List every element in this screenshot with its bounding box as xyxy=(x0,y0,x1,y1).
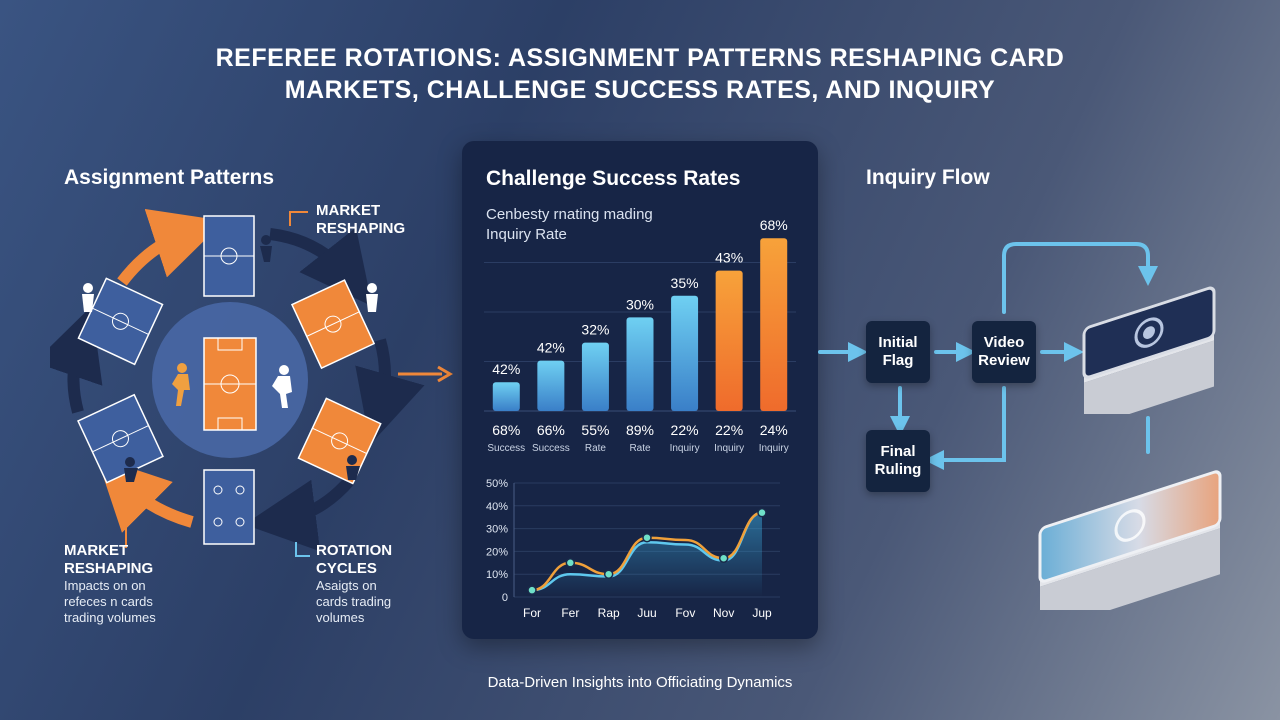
bar-category-label: Rate xyxy=(629,443,651,454)
line-marker xyxy=(565,558,576,568)
referee-figure-icon xyxy=(82,283,94,312)
pitch-card-top xyxy=(203,215,255,297)
center-pitch-icon xyxy=(203,337,257,431)
rotation-label-bracket xyxy=(295,542,310,557)
inquiry-flow-heading: Inquiry Flow xyxy=(866,166,990,189)
line-marker xyxy=(603,569,614,579)
bar-top-label: 30% xyxy=(626,296,654,312)
bar-chart: 42% 68% Success 42% 66% Success 32% 55% Rate 30% 8… xyxy=(484,217,796,454)
card-stack-dark-icon xyxy=(1082,286,1216,414)
panel-subtitle: Cenbesty rnating mading Inquiry Rate xyxy=(486,206,653,243)
y-tick-label: 0 xyxy=(502,592,508,604)
x-tick-label: Rap xyxy=(598,606,620,620)
cycle-arrow-navy-topright xyxy=(269,227,373,307)
line-marker xyxy=(757,507,767,518)
cycle-arrow-orange-top xyxy=(117,208,225,286)
pitch-card-right xyxy=(297,397,382,485)
arrow-to-panel-icon xyxy=(398,365,453,383)
bar-bottom-label: 22% xyxy=(715,422,743,438)
referee-figure-icon xyxy=(124,457,138,482)
y-tick-label: 50% xyxy=(486,478,508,490)
line-chart: 0 10% 20% 30% 40% 50% For Fer Rap Juu Fov Nov Jup xyxy=(486,478,780,620)
rotation-cycles-label: ROTATION CYCLES xyxy=(316,542,393,577)
referee-figure-orange-icon xyxy=(172,363,190,406)
card-stack-light-icon xyxy=(1038,470,1222,610)
x-tick-label: Fov xyxy=(675,606,695,620)
market-label-bracket-bottom xyxy=(125,522,127,548)
pitch-card-bottom xyxy=(203,469,255,545)
area-fill xyxy=(532,512,762,597)
market-reshaping-label-bottom: MARKET RESHAPING xyxy=(64,542,154,577)
referee-figure-icon xyxy=(366,283,378,312)
bar-bottom-label: 68% xyxy=(492,422,520,438)
footer-caption: Data-Driven Insights into Officiating Dy… xyxy=(487,674,793,691)
market-label-bracket-top xyxy=(289,211,308,226)
bar-bottom-label: 22% xyxy=(671,422,699,438)
bar-top-label: 43% xyxy=(715,250,743,266)
bar-bottom-label: 55% xyxy=(581,422,609,438)
referee-figure-white-icon xyxy=(272,365,292,408)
x-tick-label: Jup xyxy=(752,606,772,620)
assignment-patterns-heading: Assignment Patterns xyxy=(64,166,275,189)
x-tick-label: Fer xyxy=(561,606,579,620)
y-tick-label: 30% xyxy=(486,524,508,536)
bar-top-label: 42% xyxy=(537,340,565,356)
market-reshaping-label-top: MARKET RESHAPING xyxy=(316,202,406,237)
x-tick-label: For xyxy=(523,606,541,620)
title-line-1: REFEREE ROTATIONS: ASSIGNMENT PATTERNS R… xyxy=(215,44,1065,72)
cycle-arrow-navy-right xyxy=(355,338,425,445)
panel-title: Challenge Success Rates xyxy=(486,167,741,190)
page-title: REFEREE ROTATIONS: ASSIGNMENT PATTERNS R… xyxy=(140,42,1140,106)
line-marker xyxy=(642,532,652,543)
cycle-arrow-orange-bottomleft xyxy=(96,456,194,533)
y-tick-label: 40% xyxy=(486,501,508,513)
y-tick-label: 20% xyxy=(486,546,508,558)
bar-category-label: Inquiry xyxy=(714,443,744,454)
bar-top-label: 42% xyxy=(492,361,520,377)
x-tick-label: Nov xyxy=(713,606,734,620)
bar-category-label: Rate xyxy=(585,443,607,454)
y-tick-label: 10% xyxy=(486,569,508,581)
cycle-arrow-navy-bottomright xyxy=(244,476,355,552)
bar-5 xyxy=(715,270,743,411)
pitch-card-topright xyxy=(290,279,376,370)
bar-0 xyxy=(492,382,520,411)
bar-category-label: Inquiry xyxy=(759,443,789,454)
bar-category-label: Success xyxy=(532,443,570,454)
line-marker xyxy=(718,553,729,563)
bar-3 xyxy=(626,317,654,411)
bar-top-label: 32% xyxy=(581,322,609,338)
rotation-cycles-description: Asaigts on cards trading volumes xyxy=(316,578,392,625)
bar-top-label: 68% xyxy=(760,217,788,233)
bar-4 xyxy=(671,295,699,411)
x-tick-label: Juu xyxy=(637,606,656,620)
rotation-cycle-diagram xyxy=(50,208,425,552)
title-line-2: MARKETS, CHALLENGE SUCCESS RATES, AND IN… xyxy=(284,76,996,104)
bar-bottom-label: 66% xyxy=(537,422,565,438)
bar-top-label: 35% xyxy=(671,275,699,291)
bar-category-label: Inquiry xyxy=(670,443,700,454)
cycle-arrow-navy-left xyxy=(50,305,103,414)
bar-bottom-label: 89% xyxy=(626,422,654,438)
bar-2 xyxy=(581,342,609,411)
challenge-success-panel: Challenge Success Rates Cenbesty rnating… xyxy=(462,141,818,639)
pitch-card-bottomleft xyxy=(77,393,164,484)
inquiry-flow-arrows xyxy=(818,242,1158,470)
bar-bottom-label: 24% xyxy=(760,422,788,438)
market-reshaping-description: Impacts on on refeces n cards trading vo… xyxy=(64,578,156,625)
bar-1 xyxy=(537,360,565,411)
referee-figure-icon xyxy=(346,455,360,480)
bar-6 xyxy=(760,238,788,411)
referee-figure-icon xyxy=(260,235,272,262)
line-marker xyxy=(527,585,537,595)
bar-category-label: Success xyxy=(487,443,525,454)
